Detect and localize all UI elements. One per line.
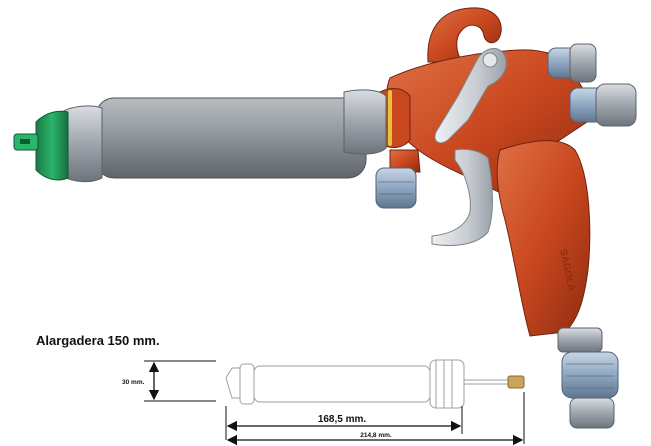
fluid-inlet: [389, 149, 421, 173]
trigger-lever: [434, 48, 507, 144]
air-inlet-coupling: [561, 351, 619, 399]
caption: Alargadera 150 mm.: [36, 333, 160, 348]
lever-pivot: [482, 52, 498, 68]
yellow-ring: [388, 90, 392, 146]
trigger: [431, 148, 493, 246]
spray-gun: SAGOLA: [13, 7, 637, 429]
gun-front-collar: [379, 88, 411, 148]
inner-length-dimension: 168,5 mm.: [225, 406, 463, 440]
tube-front-collar: [61, 105, 103, 183]
nozzle-tip-slot: [20, 139, 30, 144]
tube-rear-collar: [343, 89, 387, 155]
nozzle: [35, 110, 69, 181]
gun-hook: [427, 7, 502, 63]
inner-length-label: 168,5 mm.: [318, 414, 367, 425]
gun-handle: [496, 140, 591, 337]
rear-knob-upper-cap: [569, 43, 597, 83]
inlet-fitting: [375, 167, 417, 209]
air-inlet-nut: [557, 327, 603, 353]
height-dimension: 30 mm.: [122, 360, 216, 402]
total-length-label: 214,8 mm.: [360, 432, 392, 439]
extension-outline: [225, 359, 525, 409]
total-length-dimension: 214,8 mm.: [226, 392, 525, 446]
extension-dimension-drawing: 30 mm. 168,5 mm. 214,8 mm.: [122, 359, 525, 446]
air-inlet-tip: [569, 397, 615, 429]
height-label: 30 mm.: [122, 379, 145, 386]
extension-tube: [95, 97, 367, 179]
rear-knob-lower-cap: [595, 83, 637, 127]
